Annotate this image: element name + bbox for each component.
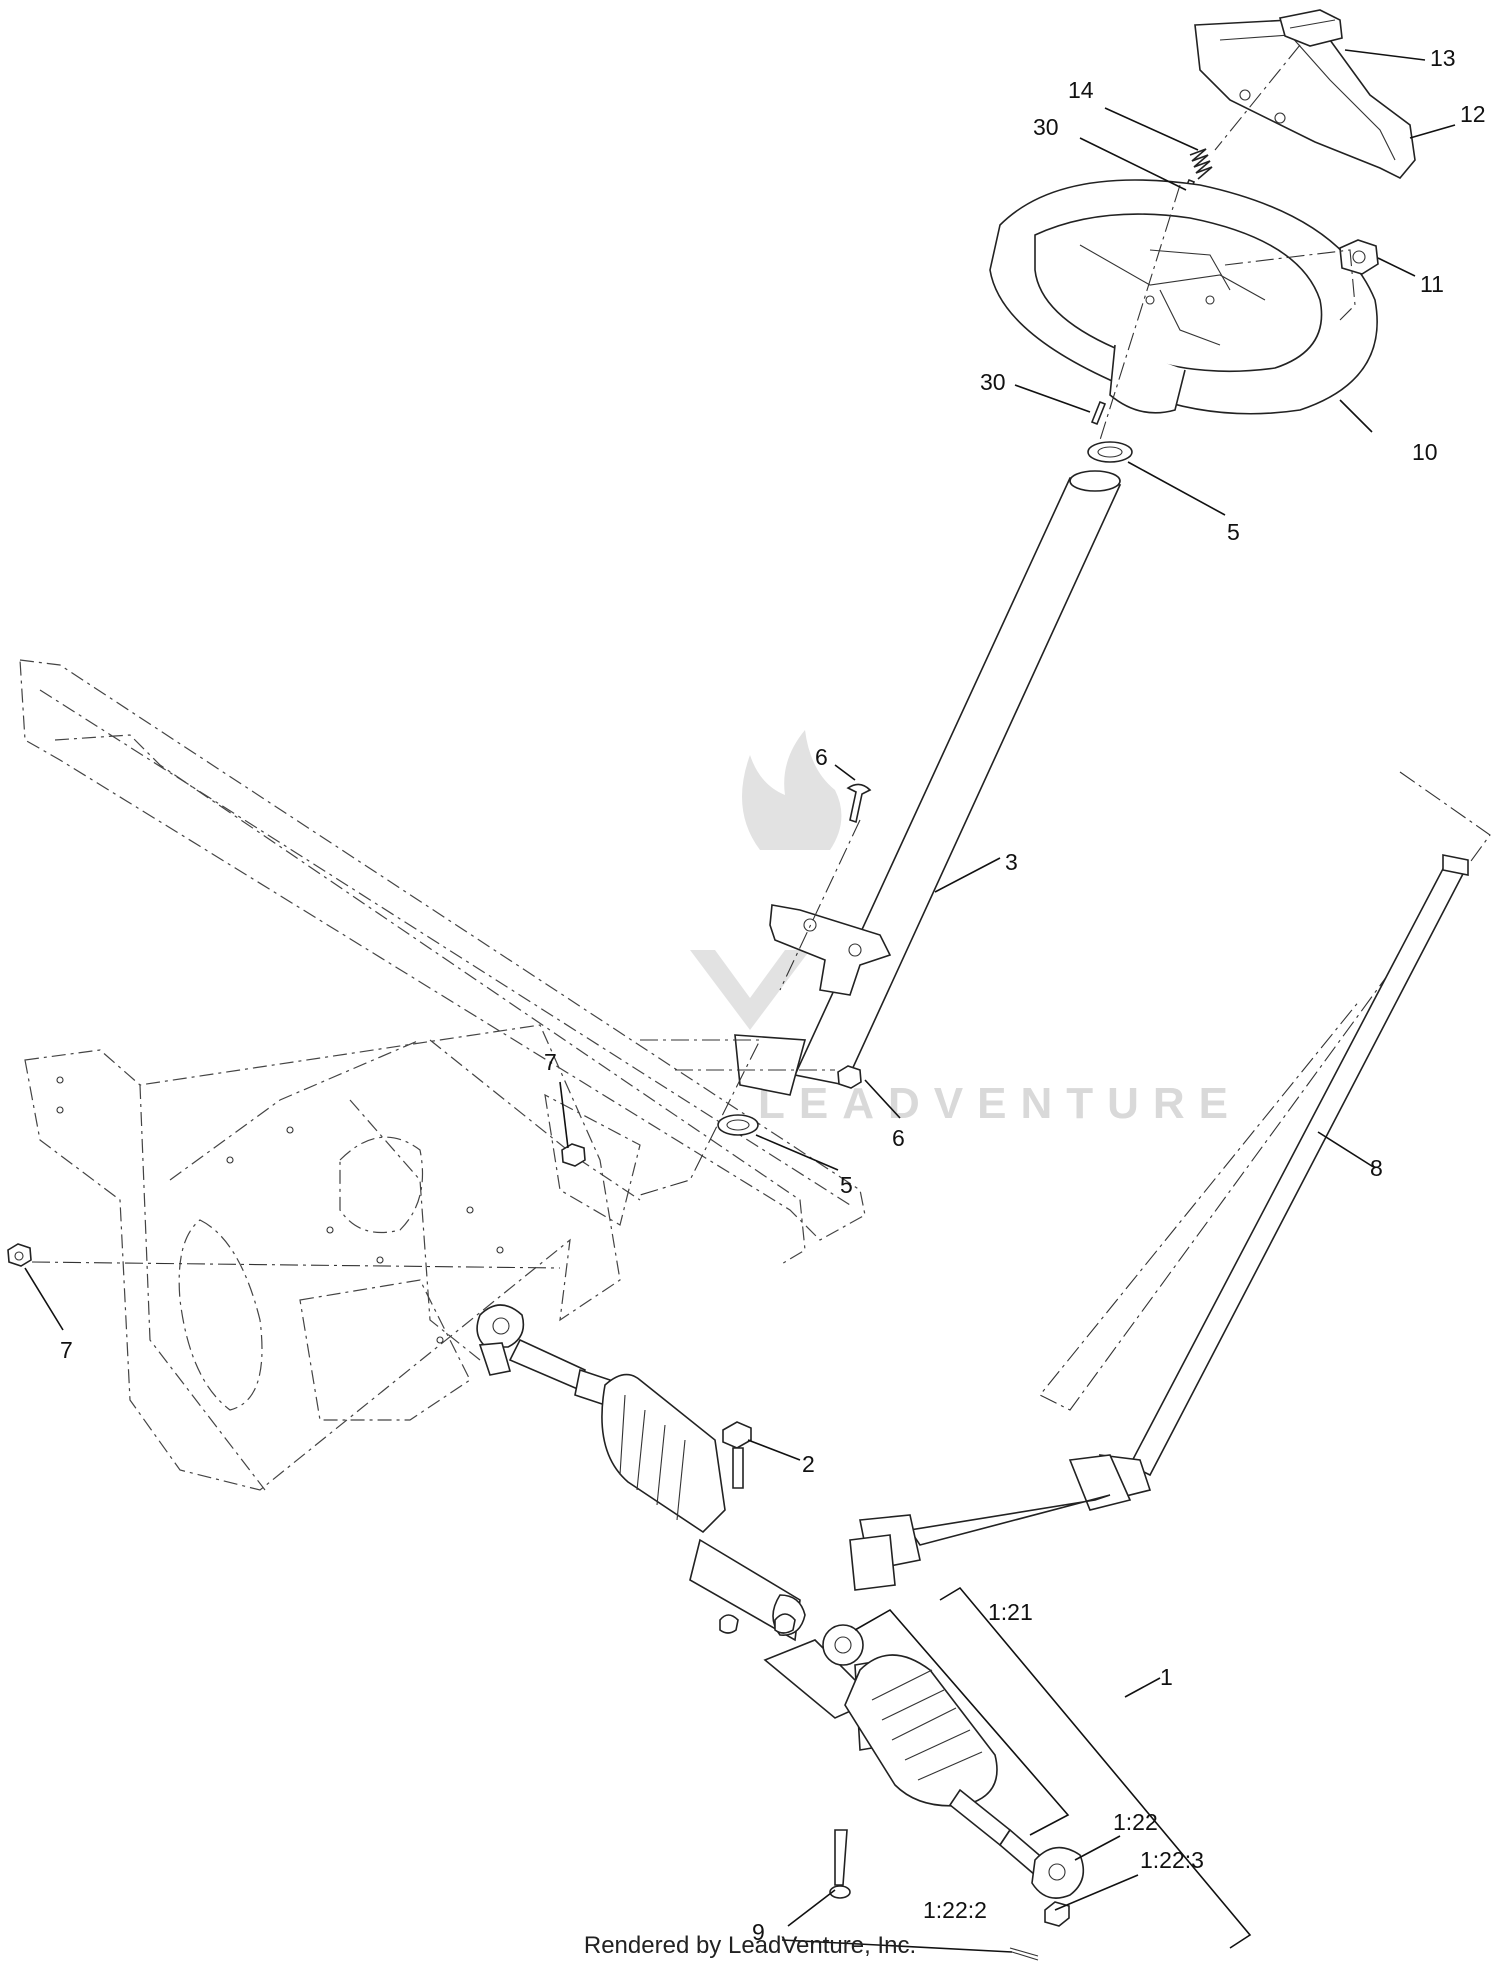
hex-nut-6[interactable] <box>837 1065 862 1089</box>
callout-5-lower: 5 <box>840 1172 853 1198</box>
castle-nut[interactable] <box>1044 1901 1070 1927</box>
watermark-text: LEADVENTURE <box>758 1079 1242 1128</box>
bearing-upper[interactable] <box>1087 441 1133 463</box>
callout-7-frame: 7 <box>544 1049 557 1075</box>
cotter-pin[interactable] <box>1009 1947 1039 1961</box>
bearing-lower[interactable] <box>717 1114 759 1136</box>
flange-nut-upper[interactable] <box>1339 239 1379 275</box>
chassis-frame-phantom <box>19 659 866 1491</box>
callout-1-22: 1:22 <box>1113 1809 1158 1835</box>
callout-1: 1 <box>1160 1664 1173 1690</box>
callout-30-lower: 30 <box>980 369 1006 395</box>
assembly-center-lines <box>31 44 1491 1411</box>
callout-6-lower: 6 <box>892 1125 905 1151</box>
callout-3: 3 <box>1005 849 1018 875</box>
callout-1-bracket <box>854 1586 1252 1949</box>
callout-9: 9 <box>752 1919 765 1945</box>
callout-6-upper: 6 <box>815 744 828 770</box>
callout-11: 11 <box>1420 271 1444 297</box>
callout-7-left: 7 <box>60 1337 73 1363</box>
watermark: LEADVENTURE <box>690 730 1242 1128</box>
tie-rod-end[interactable] <box>998 1828 1085 1899</box>
callout-1-22-3: 1:22:3 <box>1140 1847 1204 1873</box>
watermark-logo-icon <box>742 730 842 850</box>
callout-1-22-2: 1:22:2 <box>923 1897 987 1923</box>
socket-bolt[interactable] <box>829 1829 851 1899</box>
callout-14: 14 <box>1068 77 1094 103</box>
hex-nut-frame[interactable] <box>561 1143 586 1167</box>
steering-column-tube[interactable] <box>734 470 1122 1096</box>
screw-lower[interactable] <box>1090 400 1107 426</box>
steering-rack-assembly[interactable] <box>476 1304 891 1751</box>
callout-5-upper: 5 <box>1227 519 1240 545</box>
steering-wheel-emblem[interactable] <box>1278 9 1343 47</box>
hex-nut-left[interactable] <box>7 1243 32 1267</box>
tie-rod-boot[interactable] <box>844 1654 1012 1847</box>
callout-1-21: 1:21 <box>988 1599 1033 1625</box>
flange-bolt[interactable] <box>722 1421 752 1489</box>
watermark-v-icon <box>690 950 810 1030</box>
leader-lines <box>24 49 1456 1953</box>
callout-2: 2 <box>802 1451 815 1477</box>
callouts: 13 12 14 30 11 30 10 5 6 3 7 6 5 8 7 2 1… <box>60 45 1486 1945</box>
steering-wheel[interactable] <box>989 179 1378 415</box>
callout-8: 8 <box>1370 1155 1383 1181</box>
callout-12: 12 <box>1460 101 1486 127</box>
callout-13: 13 <box>1430 45 1456 71</box>
spring[interactable] <box>1189 148 1213 180</box>
carriage-bolt[interactable] <box>846 783 872 824</box>
callout-10: 10 <box>1412 439 1438 465</box>
callout-30-upper: 30 <box>1033 114 1059 140</box>
footer-credit: Rendered by LeadVenture, Inc. <box>584 1932 916 1959</box>
intermediate-steering-shaft[interactable] <box>849 854 1469 1591</box>
